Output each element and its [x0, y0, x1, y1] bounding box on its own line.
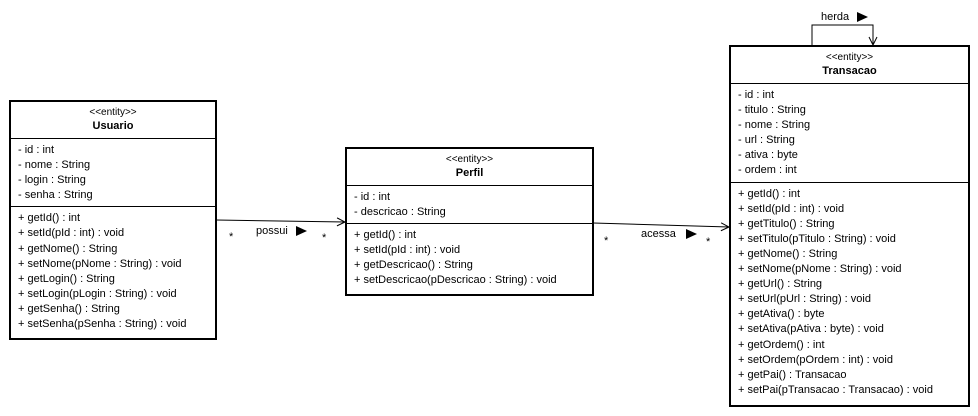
method: + setId(pId : int) : void: [18, 227, 125, 240]
method: + getNome() : String: [738, 247, 838, 260]
method: + setAtiva(pAtiva : byte) : void: [738, 323, 884, 336]
attribute: - nome : String: [18, 159, 91, 172]
class-transacao-attributes: - id : int - titulo : String - nome : St…: [731, 84, 968, 183]
attribute: - id : int: [18, 144, 55, 156]
attribute: - descricao : String: [354, 206, 446, 219]
acessa-direction-arrow-icon: [686, 229, 697, 239]
attribute: - login : String: [18, 174, 86, 187]
method: + setOrdem(pOrdem : int) : void: [738, 353, 893, 366]
attribute: - nome : String: [738, 119, 811, 132]
method: + getNome() : String: [18, 242, 118, 255]
method: + getId() : int: [18, 212, 81, 225]
class-perfil-methods: + getId() : int + setId(pId : int) : voi…: [347, 224, 592, 291]
class-usuario-stereotype: <<entity>>: [89, 107, 137, 118]
class-perfil-header: <<entity>> Perfil: [347, 149, 592, 186]
method: + setId(pId : int) : void: [354, 244, 461, 257]
method: + getPai() : Transacao: [738, 368, 847, 381]
herda-self-association-line: [811, 24, 873, 46]
possui-association-label: possui: [256, 225, 288, 237]
class-perfil-attributes: - id : int - descricao : String: [347, 186, 592, 225]
method: + getId() : int: [738, 187, 801, 200]
method: + getTitulo() : String: [738, 217, 835, 230]
method: + setUrl(pUrl : String) : void: [738, 293, 871, 306]
method: + setDescricao(pDescricao : String) : vo…: [354, 274, 557, 287]
method: + getDescricao() : String: [354, 259, 473, 272]
class-perfil-stereotype: <<entity>>: [445, 154, 494, 165]
class-transacao-header: <<entity>> Transacao: [731, 47, 968, 84]
attribute: - ordem : int: [738, 164, 797, 177]
method: + setTitulo(pTitulo : String) : void: [738, 232, 896, 245]
method: + getSenha() : String: [18, 302, 120, 315]
attribute: - ativa : byte: [738, 149, 798, 162]
class-perfil-name: Perfil: [455, 167, 484, 179]
attribute: - id : int: [738, 89, 775, 101]
acessa-source-multiplicity: *: [604, 235, 609, 247]
method: + getUrl() : String: [738, 278, 823, 291]
attribute: - id : int: [354, 191, 391, 203]
method: + setNome(pNome : String) : void: [18, 257, 182, 270]
method: + setLogin(pLogin : String) : void: [18, 287, 177, 300]
method: + getId() : int: [354, 229, 417, 242]
class-usuario-header: <<entity>> Usuario: [11, 102, 215, 139]
method: + setSenha(pSenha : String) : void: [18, 318, 187, 331]
acessa-target-multiplicity: *: [706, 236, 711, 248]
class-usuario-methods: + getId() : int + setId(pId : int) : voi…: [11, 207, 215, 335]
class-transacao-name: Transacao: [822, 65, 877, 77]
method: + getLogin() : String: [18, 272, 115, 285]
possui-association-line: [215, 220, 345, 222]
possui-target-multiplicity: *: [322, 232, 327, 244]
method: + getOrdem() : int: [738, 338, 825, 351]
attribute: - senha : String: [18, 189, 93, 202]
method: + setNome(pNome : String) : void: [738, 263, 902, 276]
class-transacao[interactable]: <<entity>> Transacao - id : int - titulo…: [729, 45, 970, 407]
class-usuario-attributes: - id : int - nome : String - login : Str…: [11, 139, 215, 208]
possui-direction-arrow-icon: [296, 226, 307, 236]
class-usuario[interactable]: <<entity>> Usuario - id : int - nome : S…: [9, 100, 217, 340]
herda-direction-arrow-icon: [857, 12, 868, 22]
attribute: - titulo : String: [738, 104, 806, 117]
acessa-association-label: acessa: [641, 228, 676, 240]
class-perfil[interactable]: <<entity>> Perfil - id : int - descricao…: [345, 147, 594, 296]
class-transacao-stereotype: <<entity>>: [825, 52, 874, 63]
herda-association-label: herda: [821, 11, 850, 23]
acessa-association-line: [592, 223, 729, 227]
class-usuario-name: Usuario: [92, 120, 134, 132]
attribute: - url : String: [738, 134, 795, 147]
possui-source-multiplicity: *: [229, 231, 234, 243]
method: + setPai(pTransacao : Transacao) : void: [738, 383, 933, 396]
method: + getAtiva() : byte: [738, 308, 825, 321]
method: + setId(pId : int) : void: [738, 202, 845, 215]
class-transacao-methods: + getId() : int + setId(pId : int) : voi…: [731, 183, 968, 401]
